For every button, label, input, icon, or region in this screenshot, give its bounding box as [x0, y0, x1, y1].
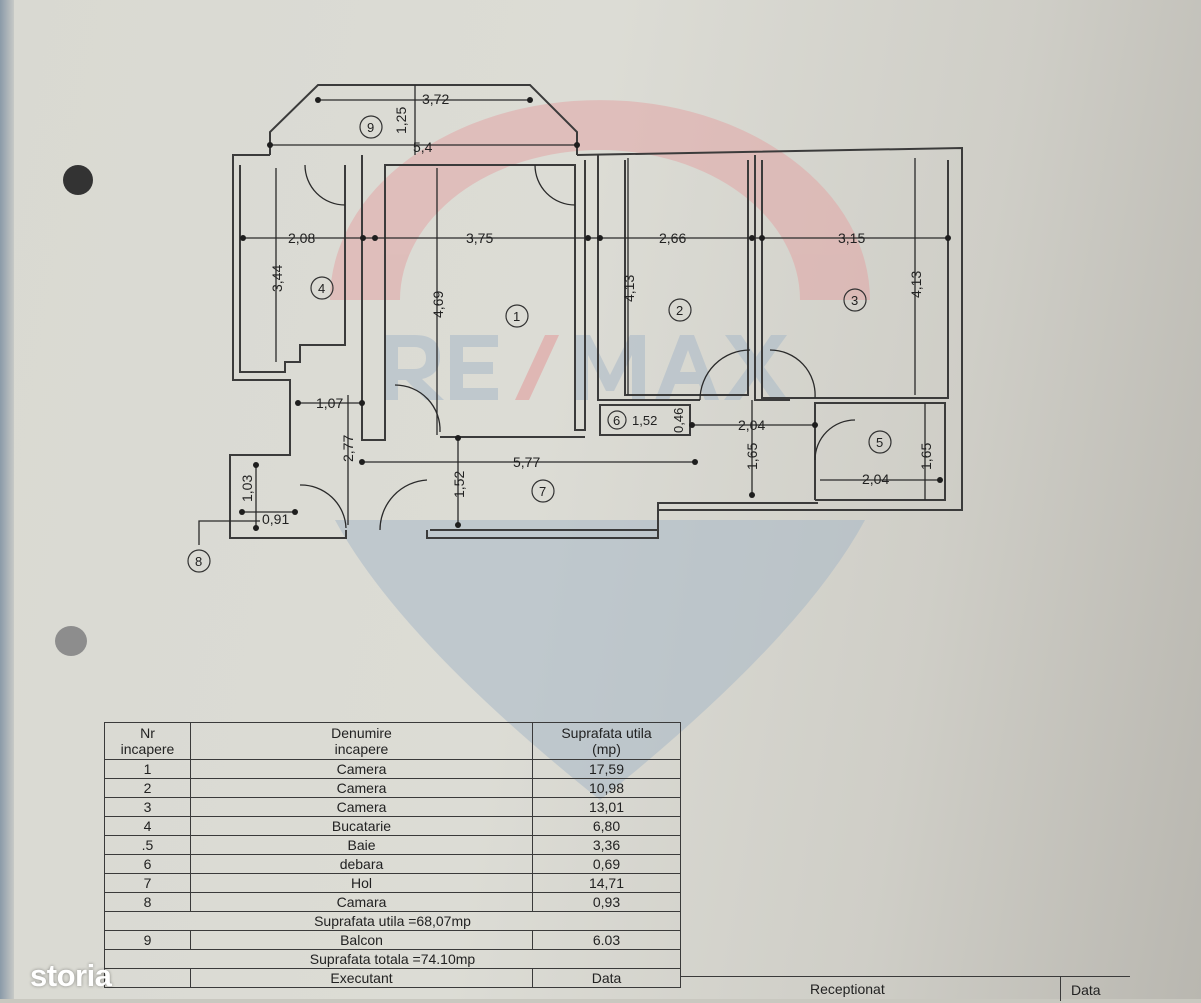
- inner-wall: [361, 155, 586, 441]
- total-row: Suprafata totala =74.10mp: [104, 949, 681, 969]
- remax-watermark: [330, 100, 870, 800]
- door-arc: [769, 349, 816, 399]
- dim-storage-height: 0,46: [671, 408, 686, 433]
- subtotal-row: Suprafata utila =68,07mp: [104, 911, 681, 931]
- room-label-9: 9: [367, 120, 374, 135]
- outer-wall: [229, 154, 347, 539]
- dim-balcony-depth: 1,25: [393, 107, 409, 134]
- dim-hall-c: 1,52: [451, 471, 467, 498]
- room-label-6: 6: [613, 413, 620, 428]
- storia-logo: storia: [30, 958, 112, 993]
- dim-hall-b: 2,77: [340, 435, 356, 462]
- remax-logo-letters: [385, 335, 788, 400]
- room-label-3: 3: [851, 293, 858, 308]
- dim-hall-a: 1,07: [316, 395, 343, 411]
- inner-wall: [430, 502, 818, 531]
- dim-room3-width: 3,15: [838, 230, 865, 246]
- room-labels: [187, 115, 892, 573]
- room-label-4: 4: [318, 281, 325, 296]
- dim-kitchen-height: 3,44: [269, 265, 285, 292]
- dim-kitchen-width: 2,08: [288, 230, 315, 246]
- paper-edge: [0, 0, 14, 999]
- inner-wall: [239, 165, 346, 373]
- dim-bath-height: 1,65: [918, 443, 934, 470]
- dim-room3-height: 4,13: [908, 271, 924, 298]
- door-arc: [534, 164, 576, 206]
- dim-bath-height-left: 1,65: [744, 443, 760, 470]
- dim-pantry-width: 0,91: [262, 511, 289, 527]
- door-arc: [394, 384, 441, 433]
- inner-wall: [814, 402, 946, 501]
- dim-balcony-top: 3,72: [422, 91, 449, 107]
- header-area: Suprafata utila(mp): [532, 722, 681, 760]
- inner-wall: [624, 160, 749, 396]
- dim-pantry-height: 1,03: [239, 475, 255, 502]
- room-label-1: 1: [513, 309, 520, 324]
- door-arc: [814, 419, 856, 461]
- dim-room1-width: 3,75: [466, 230, 493, 246]
- dimension-lines: [198, 85, 951, 545]
- data-label: Data: [1060, 977, 1101, 1001]
- balcony-wall: [269, 84, 578, 155]
- door-arc: [299, 484, 347, 529]
- punch-hole: [63, 165, 93, 195]
- room-label-7: 7: [539, 484, 546, 499]
- dim-balcony-width: 5,4: [413, 139, 433, 155]
- reception-row: Receptionat Data: [680, 976, 1130, 1001]
- dim-room1-height: 4,69: [430, 291, 446, 318]
- inner-wall: [597, 155, 700, 401]
- storage-wall: [599, 404, 691, 436]
- dim-bath-top: 2,04: [738, 417, 765, 433]
- inner-wall: [754, 155, 790, 401]
- room-label-8: 8: [195, 554, 202, 569]
- door-arc: [304, 164, 346, 206]
- dim-bath-width: 2,04: [862, 471, 889, 487]
- door-arc: [379, 479, 428, 531]
- dim-storage-width: 1,52: [632, 413, 657, 428]
- receptionat-label: Receptionat: [810, 981, 885, 997]
- door-arc: [699, 349, 751, 401]
- punch-hole: [55, 626, 87, 656]
- dim-room2-height: 4,13: [621, 275, 637, 302]
- inner-wall: [761, 160, 949, 399]
- room-label-5: 5: [876, 435, 883, 450]
- room-label-2: 2: [676, 303, 683, 318]
- dim-room2-width: 2,66: [659, 230, 686, 246]
- dim-hall-length: 5,77: [513, 454, 540, 470]
